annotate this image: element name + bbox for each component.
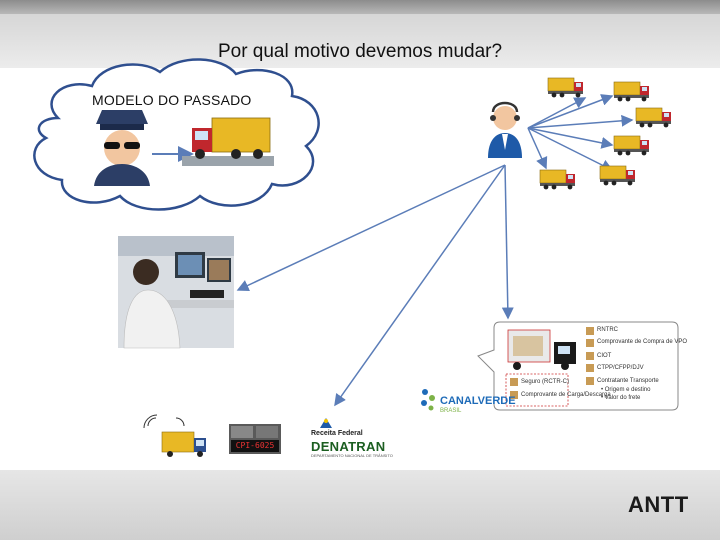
arrow-to-documents [501,164,514,320]
doc-item-ctpp: CTPP/CFPP/DJV [597,365,644,371]
fleet-arrows [527,94,634,171]
monitoring-operator-photo [118,236,234,349]
doc-item-seguro: Seguro (RCTR-C) [521,379,570,385]
receita-federal-label: Receita Federal [311,430,363,437]
title-header [0,14,720,68]
arrow-to-monitoring [236,164,506,291]
truck-icon [599,165,636,186]
truck-icon [613,135,650,156]
license-plate: CPI-6025 [231,440,279,452]
doc-item-carga: Comprovante de Carga/Descarga [521,392,611,398]
top-band [0,0,720,14]
doc-item-frete: • Valor do frete [601,395,641,401]
slide-title: Por qual motivo devemos mudar? [217,41,503,62]
receita-federal-logo [320,418,332,428]
antt-logo: ANTT [628,492,689,517]
doc-item-contratante: Contratante Transporte [597,378,659,384]
doc-item-vpo: Comprovante de Compra de VPO [597,339,688,345]
doc-item-rntrc: RNTRC [597,327,618,333]
past-model-cloud [33,58,320,211]
call-center-operator-icon [488,101,522,158]
arrow-to-checkpoint [334,164,506,407]
footer-band [0,470,720,540]
denatran-logo: DENATRAN [311,439,386,454]
canal-verde-subtitle: BRASIL [440,408,462,414]
truck-icon [547,77,584,98]
police-officer-icon [94,110,150,186]
cloud-label: MODELO DO PASSADO [92,92,252,108]
document-panel [477,321,679,411]
doc-item-origem: • Origem e destino [601,387,651,393]
doc-item-ciot: CIOT [597,353,612,359]
checkpoint-truck-icon [143,414,206,457]
truck-on-scale-icon [182,117,274,166]
canal-verde-logo: CANALVERDE [440,395,516,407]
truck-icon [539,169,576,190]
truck-icon [613,81,650,102]
truck-icon [635,107,672,128]
canal-verde-logo-mark [421,389,435,411]
denatran-subtitle: DEPARTAMENTO NACIONAL DE TRÂNSITO [311,453,393,458]
